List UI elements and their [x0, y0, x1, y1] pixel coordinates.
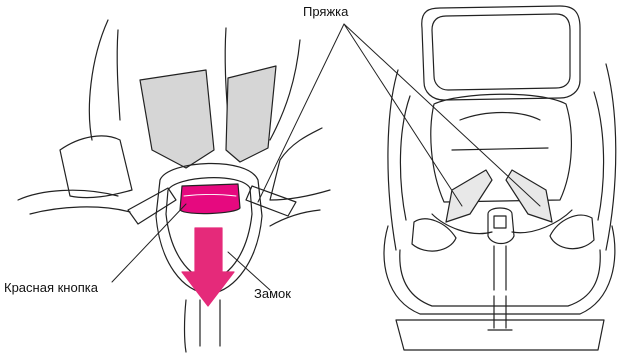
car-seat	[384, 6, 616, 350]
label-red-button: Красная кнопка	[4, 280, 98, 295]
seat-buckle	[488, 208, 514, 244]
leader-lock	[228, 252, 270, 290]
leader-red-button	[112, 204, 186, 282]
leader-buckle-to-seat-left	[344, 24, 462, 206]
leader-buckle-to-seat-right	[344, 24, 540, 206]
seat-left-strap	[446, 170, 492, 222]
right-harness-strap	[226, 66, 276, 162]
arrow-down-icon	[182, 228, 234, 306]
left-harness-strap	[140, 70, 214, 168]
label-lock: Замок	[254, 286, 291, 301]
label-buckle: Пряжка	[303, 4, 348, 19]
buckle-detail	[18, 20, 330, 352]
red-release-button	[180, 184, 240, 214]
